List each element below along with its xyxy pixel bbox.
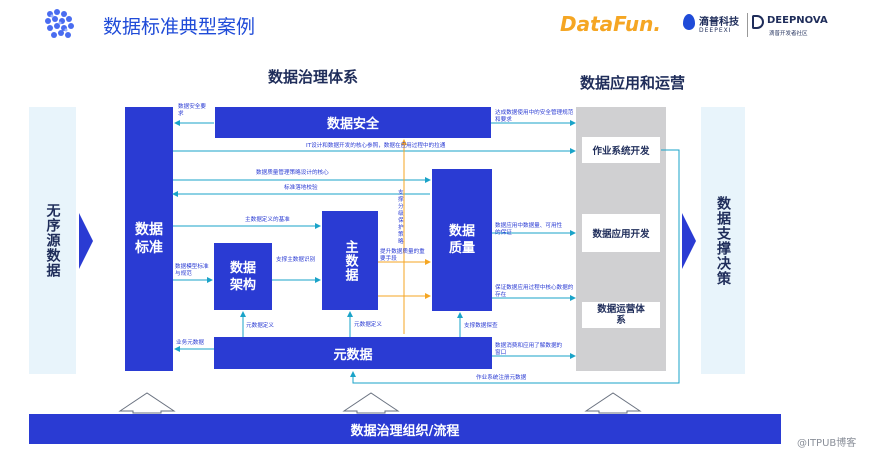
master-data-box: 主数据 [322,211,378,310]
deepnova-logo-text: DEEPNOVA [767,15,828,26]
operation-system-label: 数据运营体系 [597,304,645,326]
deepnova-mark-icon [752,15,764,29]
datafun-logo-text: DataFun. [560,12,661,36]
cube-icon [45,9,74,38]
label-support-master: 支撑主数据识别 [276,257,316,263]
didi-logo-cn: 滴普科技 [699,17,739,28]
label-model-standard: 数据模型标准与规范 [175,264,209,277]
org-process-bar: 数据治理组织/流程 [29,414,781,444]
dev-system-card: 作业系统开发 [582,137,660,163]
master-data-label: 主数据 [342,239,358,282]
up-arrow-center-icon [342,392,400,414]
operation-system-card: 数据运营体系 [582,302,660,328]
data-quality-label: 数据质量 [448,224,475,256]
source-data-panel: 无序源数据 [29,107,76,374]
page-title: 数据标准典型案例 [103,16,256,38]
dev-application-card: 数据应用开发 [582,214,660,252]
source-chevron-icon [79,213,93,269]
label-it-design: IT设计和数据开发的核心参照，数据在应用过程中的拉通 [306,143,446,149]
label-quality-core: 保证数据应用过程中核心数据的存在 [495,285,574,298]
didi-logo: 滴普科技 DEEPEXI [683,12,743,40]
label-registration: 作业系统注册元数据 [476,375,527,381]
data-standard-label: 数据标准 [135,222,163,256]
application-title: 数据应用和运营 [580,74,686,92]
label-security-compliance: 达成数据使用中的安全管理规范和要求 [495,110,574,123]
decision-panel: 数据支撑决策 [701,107,745,374]
data-standard-box: 数据标准 [125,107,173,371]
data-security-box: 数据安全 [215,107,491,138]
label-quality-improve: 提升数据质量的重要手段 [380,249,425,262]
label-quality-usable: 数据应用中数据量、可用性的保证 [495,223,563,236]
data-architecture-box: 数据架构 [214,243,272,310]
label-business-metadata: 业务元数据 [176,340,204,346]
label-standard-check: 标准落地校验 [284,185,318,191]
decision-chevron-icon [682,213,696,269]
logo-divider [747,13,748,37]
header-logo-cube [40,6,80,42]
label-support-explore: 支撑数据探查 [464,323,498,329]
watermark: @ITPUB博客 [797,438,857,449]
source-data-label: 无序源数据 [44,203,61,278]
governance-title: 数据治理体系 [268,68,359,86]
arrow-registration [350,149,680,384]
label-classification: 支撑分级保护策略 [398,190,404,245]
decision-label: 数据支撑决策 [715,195,731,286]
label-master-definition: 主数据定义的基准 [245,217,290,223]
metadata-box: 元数据 [214,337,492,369]
label-quality-strategy: 数据质量管理策略设计的核心 [256,170,329,176]
deepnova-logo: DEEPNOVA 滴普开发者社区 [752,12,832,40]
drop-icon [683,14,695,30]
data-architecture-label: 数据架构 [229,260,256,293]
label-security-req: 数据安全要求 [178,104,206,117]
data-quality-box: 数据质量 [432,169,492,311]
label-metadata-def-1: 元数据定义 [246,323,274,329]
deepnova-logo-sub: 滴普开发者社区 [769,31,808,37]
datafun-logo: DataFun. [560,12,668,38]
up-arrow-right-icon [584,392,642,414]
label-consumption: 数据消费和应用了解数据的窗口 [495,343,563,356]
didi-logo-en: DEEPEXI [699,27,732,34]
up-arrow-left-icon [118,392,176,414]
label-metadata-def-2: 元数据定义 [354,322,382,328]
